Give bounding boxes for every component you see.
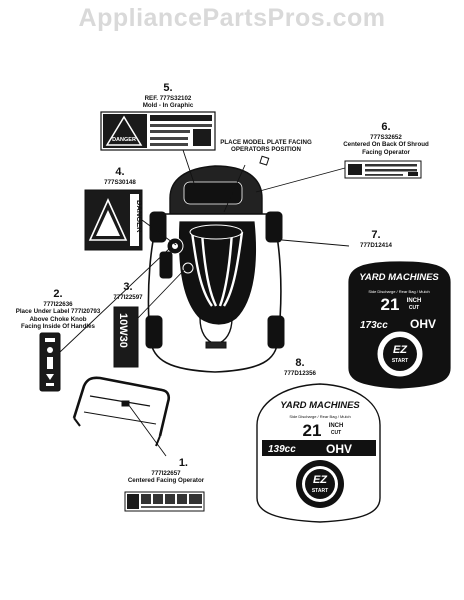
callout-6-line-1: 777S32652: [370, 134, 402, 141]
callout-2: 2. 777I22636 Place Under Label 777I20793…: [6, 288, 110, 331]
callout-2-number: 2.: [53, 288, 63, 300]
label-2-choke-graphic: [39, 332, 61, 392]
callout-3: 3. 777I22597: [106, 281, 150, 301]
callout-5: 5. REF. 777S32102 Mold - In Graphic: [128, 82, 208, 110]
model-plate-note-line-1: PLACE MODEL PLATE FACING: [220, 139, 312, 146]
decal-7-graphic: YARD MACHINES Side Discharge / Rear Bag …: [348, 261, 451, 389]
callout-6-line-2: Centered On Back Of Shroud: [343, 141, 429, 149]
callout-4-number: 4.: [115, 166, 125, 178]
decal-7-unit-bottom: CUT: [409, 305, 419, 311]
mower-handle: [72, 376, 171, 447]
callout-3-number: 3.: [123, 281, 133, 293]
callout-8-line-1: 777D12356: [284, 370, 316, 377]
decal-7-subtitle: Side Discharge / Rear Bag / Mulch: [368, 289, 429, 294]
label-3-oil-graphic: 10W30: [113, 306, 139, 368]
decal-8-unit-top: INCH: [329, 423, 344, 429]
callout-7-line-1: 777D12414: [360, 242, 392, 249]
decal-7-badge-bottom: START: [392, 358, 408, 364]
decal-8-brand: YARD MACHINES: [280, 400, 360, 411]
leader-7: [281, 239, 350, 247]
decal-8-badge-bottom: START: [312, 488, 328, 494]
decal-8-subtitle: Side Discharge / Rear Bag / Mulch: [289, 414, 350, 419]
callout-6-number: 6.: [381, 121, 391, 133]
callout-2-line-3: Above Choke Knob: [29, 315, 87, 323]
callout-5-line-2: Mold - In Graphic: [142, 102, 194, 110]
callout-2-line-4: Facing Inside Of Handles: [21, 323, 95, 331]
callout-1-line-2: Centered Facing Operator: [127, 477, 205, 485]
label-6-shroud-graphic: [344, 160, 422, 179]
model-plate-note-line-2: OPERATORS POSITION: [231, 146, 301, 153]
label-4-danger-word: DANGER: [135, 200, 144, 233]
callout-4-line-1: 777S30148: [104, 179, 136, 186]
callout-5-line-1: REF. 777S32102: [144, 95, 192, 102]
leader-3: [137, 267, 187, 319]
leader-1: [127, 403, 167, 457]
callout-8: 8. 777D12356: [270, 357, 330, 377]
decal-7-engine: OHV: [410, 317, 436, 331]
label-3-oil-text: 10W30: [117, 313, 129, 348]
decal-7-cc: 173cc: [360, 320, 388, 331]
label-1-operator-graphic: [124, 491, 205, 512]
callout-2-line-2: Place Under Label 777I20793: [15, 308, 101, 316]
decal-7-badge-top: EZ: [393, 344, 408, 356]
label-5-danger-word: DANGER: [112, 137, 136, 143]
leader-5: [182, 149, 196, 187]
callout-6-line-3: Facing Operator: [362, 148, 410, 156]
watermark: AppliancePartsPros.com: [78, 4, 386, 32]
decal-8-size: 21: [303, 421, 322, 440]
callout-1: 1. 777I22657 Centered Facing Operator: [118, 457, 214, 485]
decal-7-brand: YARD MACHINES: [359, 272, 439, 283]
callout-1-number: 1.: [178, 457, 188, 469]
label-4-danger-graphic: DANGER: [84, 189, 144, 251]
leader-4: [141, 219, 177, 246]
mower-body: [145, 165, 285, 373]
decal-7-size: 21: [381, 295, 400, 314]
decal-8-cc: 139cc: [268, 444, 296, 455]
callout-7: 7. 777D12414: [346, 229, 406, 249]
callout-5-number: 5.: [163, 82, 173, 94]
callout-6: 6. 777S32652 Centered On Back Of Shroud …: [336, 121, 436, 156]
callout-2-line-1: 777I22636: [43, 301, 73, 308]
callout-3-line-1: 777I22597: [113, 294, 143, 301]
decal-8-unit-bottom: CUT: [331, 430, 341, 436]
leader-2: [59, 247, 171, 353]
decal-8-graphic: YARD MACHINES Side Discharge / Rear Bag …: [256, 383, 381, 523]
leader-6: [255, 167, 346, 193]
callout-4: 4. 777S30148: [95, 166, 145, 186]
decal-8-badge-top: EZ: [313, 474, 328, 486]
label-5-danger-graphic: DANGER: [100, 111, 216, 151]
leader-lines: [59, 149, 350, 457]
leader-model-plate: [223, 164, 246, 213]
callout-8-number: 8.: [295, 357, 305, 369]
callout-7-number: 7.: [371, 229, 381, 241]
decal-8-engine: OHV: [326, 442, 352, 456]
callout-1-line-1: 777I22657: [151, 470, 181, 477]
model-plate-marker: [259, 155, 270, 166]
decal-7-unit-top: INCH: [407, 298, 422, 304]
